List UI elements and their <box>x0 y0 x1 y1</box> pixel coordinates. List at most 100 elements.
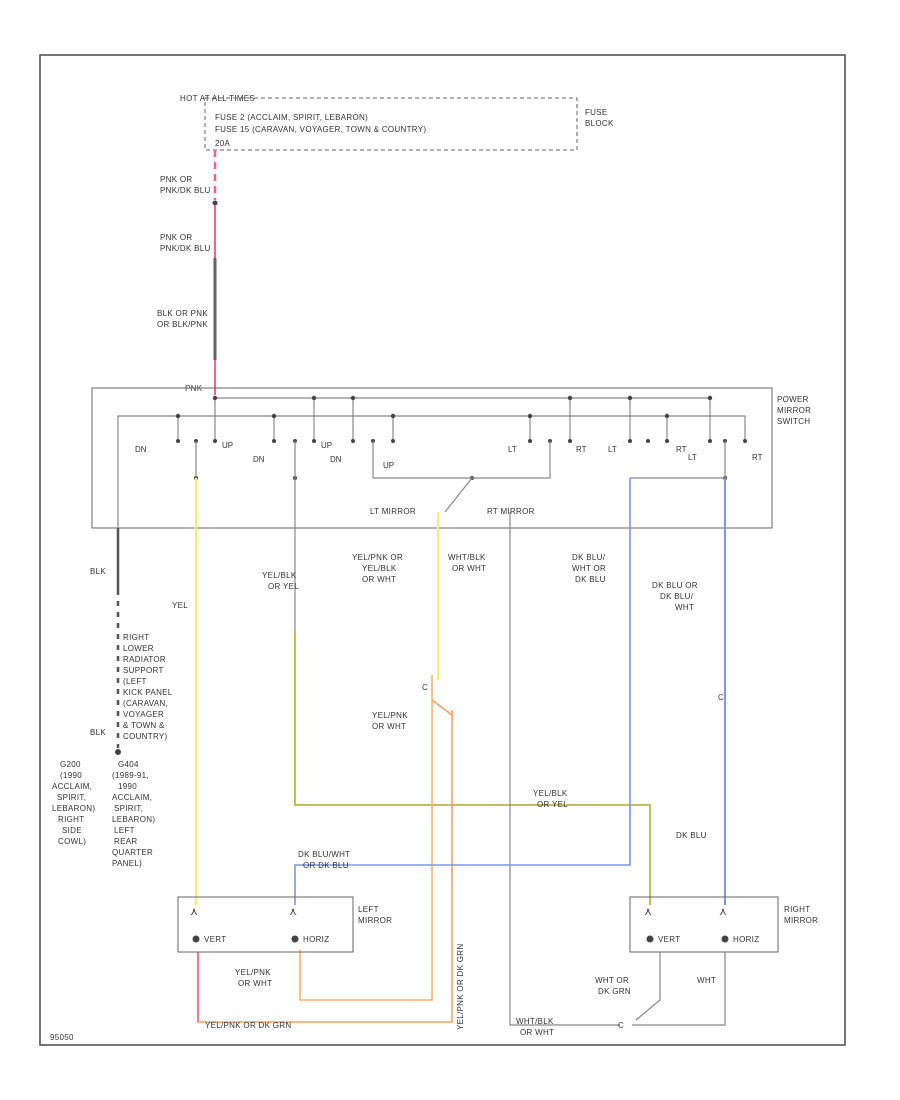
ground3-note-5: LEBARON) <box>112 815 155 824</box>
ground3-note-0: G404 <box>118 760 139 769</box>
wire-label-yelpnk-low-1: YEL/PNK <box>235 968 271 977</box>
ground3-note-3: ACCLAIM, <box>112 793 152 802</box>
whtblk-wire: WHT/BLK OR WHT WHT/BLK OR WHT <box>448 512 620 1037</box>
ground2-note-3: SPIRIT, <box>57 793 86 802</box>
wire-label-yelpnk-2: YEL/BLK <box>362 564 397 573</box>
right-mirror: RIGHT MIRROR ⋏ ⋏ VERT HORIZ <box>629 896 818 953</box>
left-mirror-vert: VERT <box>204 935 226 944</box>
fuse-block-name-1: FUSE <box>585 108 608 117</box>
contact-lt-1: LT <box>508 445 517 454</box>
wire-label-top3b: OR BLK/PNK <box>157 320 208 329</box>
wire-label-top1b: PNK/DK BLU <box>160 186 211 195</box>
contact-rt-3: RT <box>752 453 763 462</box>
left-vert-connector-icon: ⋏ <box>190 906 198 918</box>
fuse-line-3: 20A <box>215 139 230 148</box>
right-mirror-vert: VERT <box>658 935 680 944</box>
left-mirror-name-1: LEFT <box>358 905 379 914</box>
wire-label-yelblk2-2: OR YEL <box>537 800 568 809</box>
wire-label-dkblu: DK BLU <box>676 831 707 840</box>
lt-mirror-label: LT MIRROR <box>370 507 416 516</box>
fuse-line-1: FUSE 2 (ACCLAIM, SPIRIT, LEBARON) <box>215 113 368 122</box>
fuse-block-name-2: BLOCK <box>585 119 614 128</box>
right-mirror-name-1: RIGHT <box>784 905 810 914</box>
contact-dn-1: DN <box>135 445 147 454</box>
dkblu-wire: DK BLU OR DK BLU/ WHT C DK BLU <box>652 478 726 905</box>
wire-label-whtblk-bottom-1: WHT/BLK <box>516 1017 554 1026</box>
switch-name-3: SWITCH <box>777 417 810 426</box>
right-mirror-horiz: HORIZ <box>733 935 759 944</box>
yelpnk-wire: YEL/PNK OR YEL/BLK OR WHT C YEL/PNK OR W… <box>197 512 465 1030</box>
ground2-note-4: LEBARON) <box>52 804 95 813</box>
ground-note-5: KICK PANEL <box>123 688 173 697</box>
ground-note-6: (CARAVAN, <box>123 699 168 708</box>
switch-name-1: POWER <box>777 395 809 404</box>
diagram-id: 95050 <box>50 1033 74 1042</box>
connector-c1: C <box>422 683 428 692</box>
left-mirror: LEFT MIRROR ⋏ ⋏ VERT HORIZ <box>177 896 392 953</box>
wire-label-dkbluor-2: DK BLU/ <box>660 592 694 601</box>
ground-note-2: RADIATOR <box>123 655 166 664</box>
ground-note-8: & TOWN & <box>123 721 165 730</box>
wire-label-top3a: BLK OR PNK <box>157 309 208 318</box>
wire-label-dkbluor-1: DK BLU OR <box>652 581 698 590</box>
right-vert-connector-icon: ⋏ <box>644 906 652 918</box>
ground3-note-7: REAR <box>114 837 137 846</box>
wire-label-yelpnk-mid-2: OR WHT <box>372 722 406 731</box>
ground3-note-4: SPIRIT, <box>114 804 143 813</box>
connector-c3: C <box>618 1021 624 1030</box>
switch-name-2: MIRROR <box>777 406 811 415</box>
contact-dn-2: DN <box>253 455 265 464</box>
wire-label-dkbluwht-1: DK BLU/WHT <box>298 850 350 859</box>
ground3-note-2: 1990 <box>118 782 137 791</box>
wire-label-yelpnk-3: OR WHT <box>362 575 396 584</box>
fuse-line-2: FUSE 15 (CARAVAN, VOYAGER, TOWN & COUNTR… <box>215 125 426 134</box>
connector-c2: C <box>718 693 724 702</box>
left-horiz-connector-icon: ⋏ <box>289 906 297 918</box>
right-horiz-motor-icon <box>721 935 729 943</box>
diagram-frame <box>39 54 846 1046</box>
ground3-note-9: PANEL) <box>112 859 142 868</box>
wire-label-top2b: PNK/DK BLU <box>160 244 211 253</box>
contact-rt-1: RT <box>576 445 587 454</box>
ground-branch: BLK BLK RIGHT LOWER RADIATOR SUPPORT (LE… <box>52 528 173 868</box>
wire-label-dkblu-1: DK BLU/ <box>572 553 606 562</box>
right-horiz-connector-icon: ⋏ <box>719 906 727 918</box>
wire-label-yelblk-2: OR YEL <box>268 582 299 591</box>
power-mirror-switch: POWER MIRROR SWITCH <box>91 387 811 529</box>
ground-note-3: SUPPORT <box>123 666 164 675</box>
wire-label-yel: YEL <box>172 601 188 610</box>
ground-note-0: RIGHT <box>123 633 149 642</box>
fuse-block: HOT AT ALL TIMES FUSE 2 (ACCLAIM, SPIRIT… <box>180 94 614 151</box>
contact-rt-2: RT <box>676 445 687 454</box>
left-horiz-motor-icon <box>291 935 299 943</box>
ground-note-1: LOWER <box>123 644 154 653</box>
left-vert-motor-icon <box>192 935 200 943</box>
ground2-note-2: ACCLAIM, <box>52 782 92 791</box>
ground2-note-1: (1990 <box>60 771 82 780</box>
ground-note-7: VOYAGER <box>123 710 164 719</box>
ground3-note-1: (1989-91, <box>112 771 149 780</box>
yel-wire: YEL <box>172 478 197 905</box>
wire-label-whtdkgrn-1: WHT OR <box>595 976 629 985</box>
wire-label-top2a: PNK OR <box>160 233 192 242</box>
wire-label-wht: WHT <box>697 976 716 985</box>
wire-label-blk1: BLK <box>90 567 106 576</box>
wire-label-yelblk2-1: YEL/BLK <box>533 789 568 798</box>
wire-label-whtblk-2: OR WHT <box>452 564 486 573</box>
right-mirror-return: C WHT OR DK GRN WHT <box>595 952 726 1030</box>
contact-dn-3: DN <box>330 455 342 464</box>
left-mirror-name-2: MIRROR <box>358 916 392 925</box>
hot-at-all-times-label: HOT AT ALL TIMES <box>180 94 255 103</box>
wire-label-yelpnk-mid-1: YEL/PNK <box>372 711 408 720</box>
ground2-note-6: SIDE <box>62 826 82 835</box>
ground2-note-5: RIGHT <box>58 815 84 824</box>
wire-label-dkblu-2: WHT OR <box>572 564 606 573</box>
yelblk-wire: YEL/BLK OR YEL <box>262 478 651 905</box>
ground3-note-6: LEFT <box>114 826 135 835</box>
right-vert-motor-icon <box>646 935 654 943</box>
ground-note-4: (LEFT <box>123 677 147 686</box>
wire-label-yelpnk-low-2: OR WHT <box>238 979 272 988</box>
wire-label-dkbluwht-2: OR DK BLU <box>303 861 349 870</box>
contact-lt-2: LT <box>608 445 617 454</box>
